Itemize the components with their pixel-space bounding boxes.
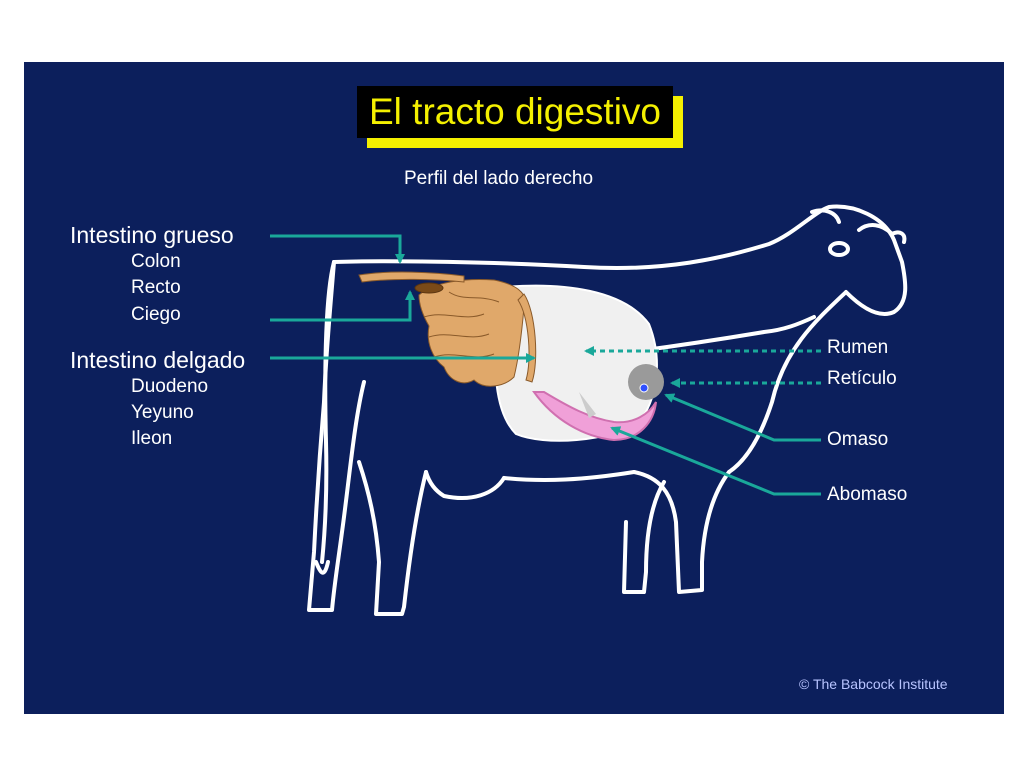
arrow-intestino-grueso (270, 234, 405, 264)
label-yeyuno: Yeyuno (131, 402, 194, 423)
label-ciego: Ciego (131, 304, 181, 325)
arrow-omaso (664, 393, 821, 442)
label-omaso: Omaso (827, 429, 889, 450)
omasum-shape (579, 392, 596, 418)
label-abomaso: Abomaso (827, 484, 908, 505)
label-duodeno: Duodeno (131, 376, 209, 397)
arrow-abomaso (610, 426, 821, 496)
title-box: El tracto digestivo (357, 86, 683, 148)
page-title: El tracto digestivo (357, 86, 673, 138)
intestines (358, 271, 537, 387)
arrow-ciego (270, 290, 415, 322)
label-intestino-delgado: Intestino delgado (70, 347, 246, 373)
abomasum-shape (532, 391, 657, 442)
label-recto: Recto (131, 277, 181, 298)
label-colon: Colon (131, 251, 181, 272)
reticulum-shape (628, 364, 664, 400)
pointer-arrows (270, 234, 821, 496)
subtitle: Perfil del lado derecho (404, 168, 594, 189)
credit-text: © The Babcock Institute (799, 676, 948, 692)
slide: El tracto digestivo Perfil del lado dere… (24, 62, 1004, 714)
label-intestino-grueso: Intestino grueso (70, 222, 234, 248)
label-ileon: Ileon (131, 428, 173, 449)
label-reticulo: Retículo (827, 368, 897, 389)
cow-diagram (270, 204, 908, 616)
label-rumen: Rumen (827, 337, 889, 358)
